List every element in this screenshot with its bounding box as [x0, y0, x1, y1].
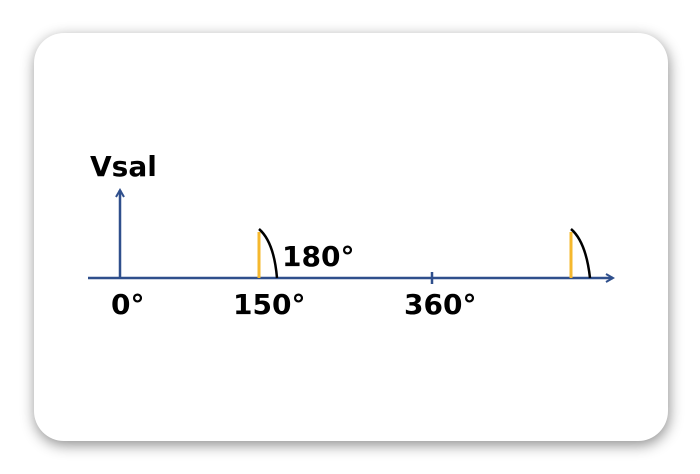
y-axis-label: Vsal [90, 150, 157, 183]
card-panel [34, 33, 668, 441]
label-origin: 0° [111, 288, 144, 321]
label-firing-angle: 150° [233, 288, 305, 321]
label-conduction-end: 180° [282, 240, 354, 273]
label-period: 360° [404, 288, 476, 321]
waveform-segment-1 [258, 228, 279, 279]
waveform-segment-2 [570, 228, 592, 279]
